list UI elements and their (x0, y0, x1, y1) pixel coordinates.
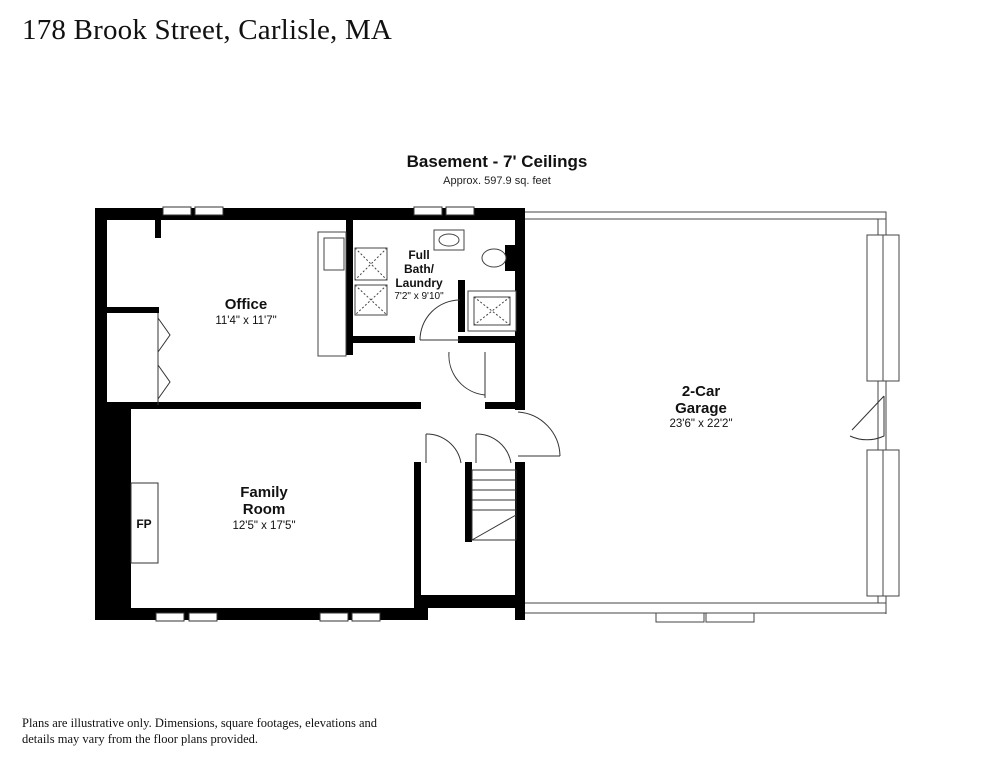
family-room-dims: 12'5" x 17'5" (232, 520, 295, 532)
bath-room-dims: 7'2" x 9'10" (394, 291, 444, 302)
garage-dims: 23'6" x 22'2" (669, 418, 732, 430)
garage-windows (655, 234, 900, 623)
bath-room-name-line3: Laundry (395, 276, 443, 290)
bath-room-name-line2: Bath/ (404, 262, 435, 276)
garage-name-line1: 2-Car (682, 383, 721, 400)
fireplace-label: FP (136, 517, 151, 531)
floor-plan-title: Basement - 7' Ceilings (406, 152, 588, 171)
stairs (471, 469, 517, 541)
family-room-name-line1: Family (240, 484, 288, 501)
office-closet-bifold-doors (157, 313, 171, 405)
house-walls (95, 208, 525, 620)
disclaimer-text: Plans are illustrative only. Dimensions,… (22, 716, 378, 746)
bath-room-name-line1: Full (408, 248, 429, 262)
office-room-dims: 11'4" x 11'7" (215, 315, 276, 327)
garage-side-door (849, 395, 885, 441)
garage-name-line2: Garage (675, 400, 727, 417)
bath-laundry-fixtures (317, 229, 517, 357)
house-windows (155, 206, 475, 622)
property-address: 178 Brook Street, Carlisle, MA (22, 14, 393, 46)
family-room-name-line2: Room (243, 501, 286, 518)
floor-plan-area: Approx. 597.9 sq. feet (443, 175, 551, 187)
fireplace (130, 482, 159, 564)
interior-door-swings (419, 299, 561, 464)
office-room-name: Office (225, 296, 268, 313)
